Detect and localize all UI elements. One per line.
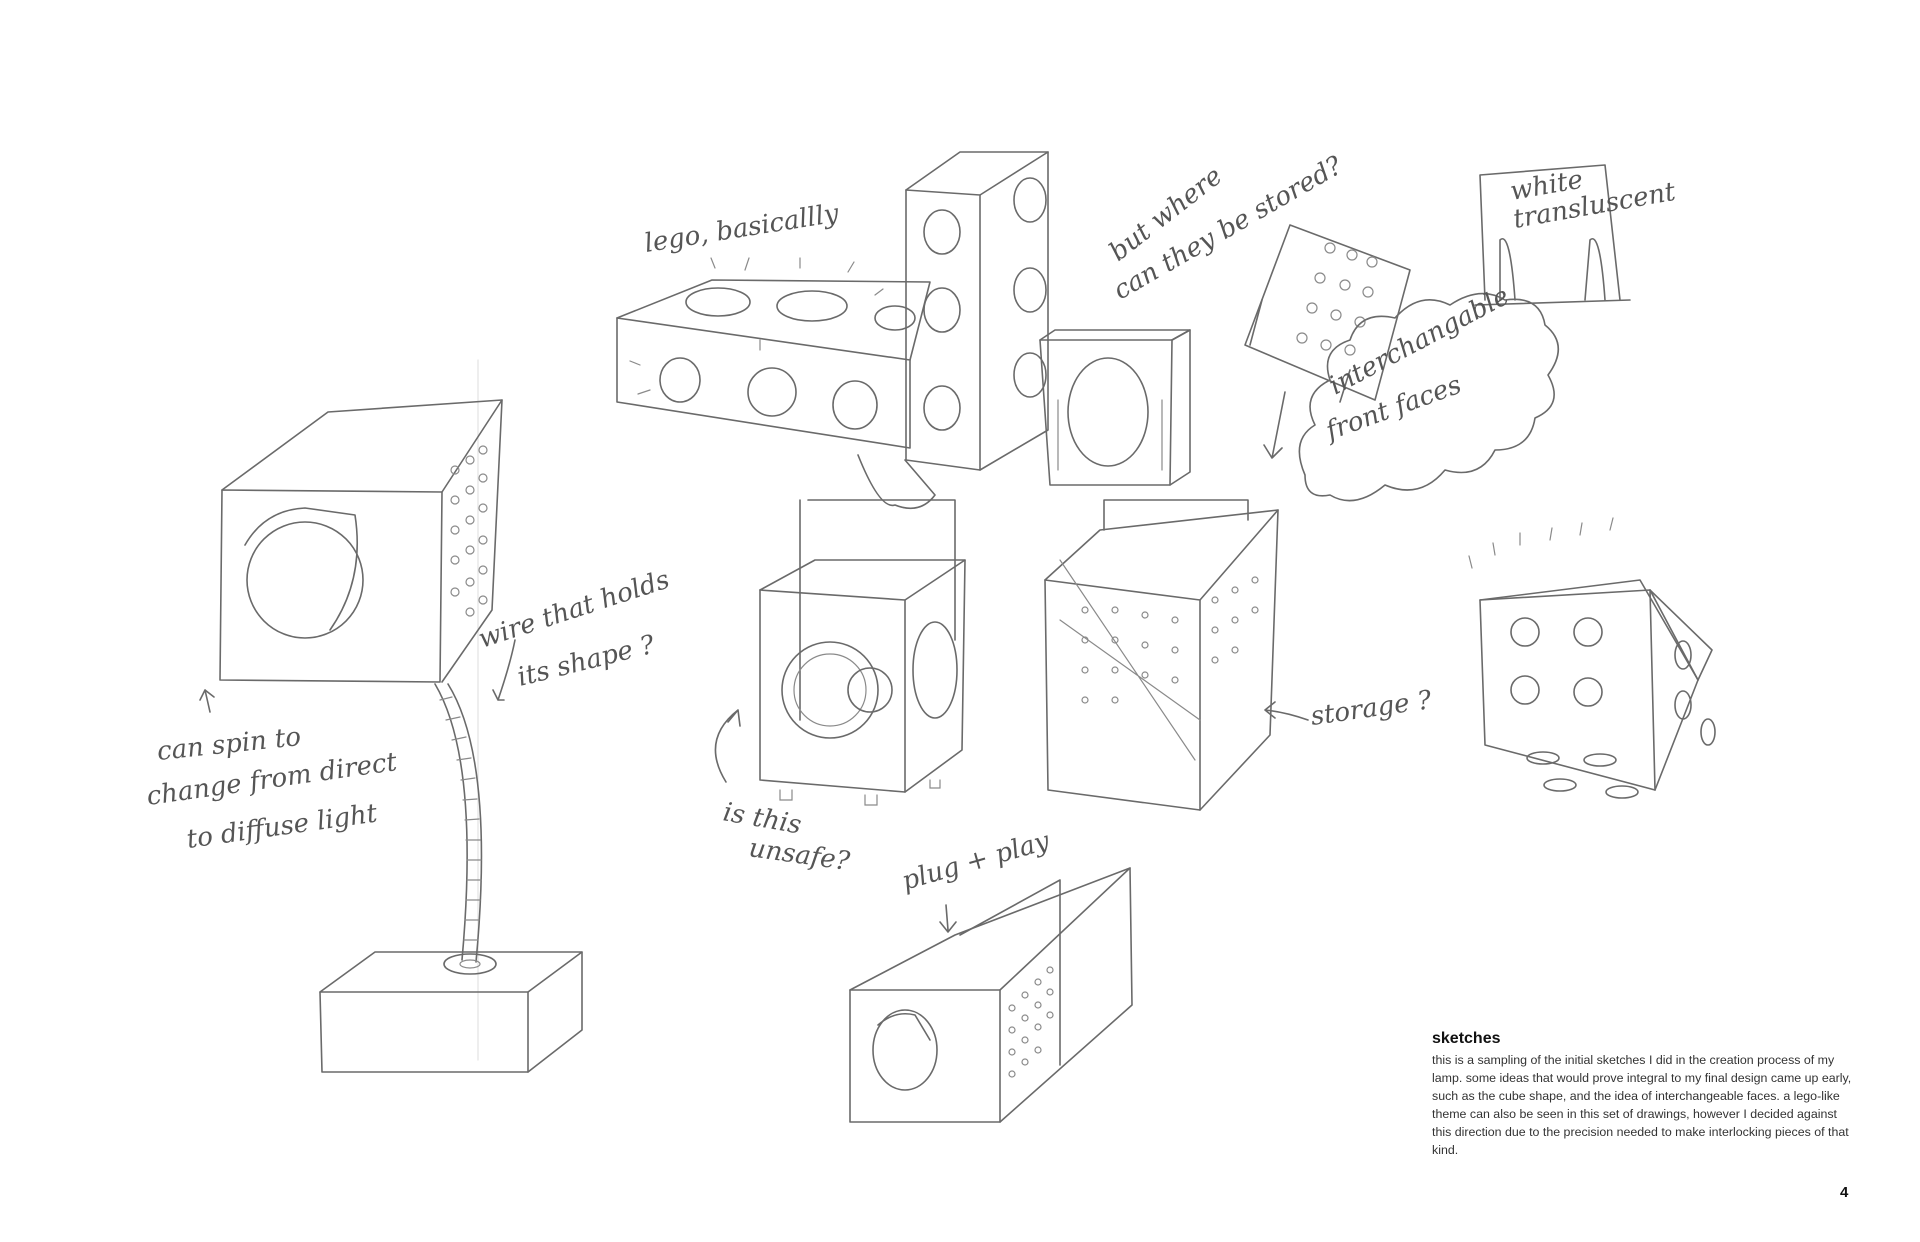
caption-title: sketches	[1432, 1030, 1501, 1047]
page-number: 4	[1840, 1184, 1849, 1201]
note-spin-line1: can spin to	[156, 722, 303, 767]
gooseneck-wire-sketch	[434, 683, 483, 963]
sketches-caption: sketches this is a sampling of the initi…	[1432, 1030, 1852, 1159]
storage-box-sketch	[1044, 499, 1279, 811]
note-spin-line3: to diffuse light	[185, 798, 380, 854]
carry-lamp-sketch	[759, 454, 966, 806]
perforated-face-sketch	[1244, 224, 1411, 403]
note-storage: storage ?	[1309, 685, 1435, 732]
lamp-cube-sketch	[219, 399, 503, 683]
studded-cube-sketch	[1468, 517, 1716, 799]
note-wire-line2: its shape ?	[514, 630, 658, 693]
handwritten-notes: lego, basicallly but where can they be s…	[145, 150, 1678, 897]
annotation-arrows	[199, 391, 1309, 933]
lamp-base-sketch	[319, 951, 583, 1073]
face-panel-sketch	[1039, 329, 1191, 486]
note-unsafe-line2: unsafe?	[747, 833, 853, 877]
caption-body: this is a sampling of the initial sketch…	[1432, 1053, 1852, 1157]
lego-bricks-sketch	[616, 151, 1049, 471]
note-plug-play: plug + play	[899, 826, 1053, 897]
translucent-card-sketch	[1474, 164, 1631, 306]
thought-cloud-sketch	[1298, 292, 1560, 502]
note-lego: lego, basicallly	[642, 199, 841, 259]
plug-play-cube-sketch	[849, 867, 1133, 1123]
